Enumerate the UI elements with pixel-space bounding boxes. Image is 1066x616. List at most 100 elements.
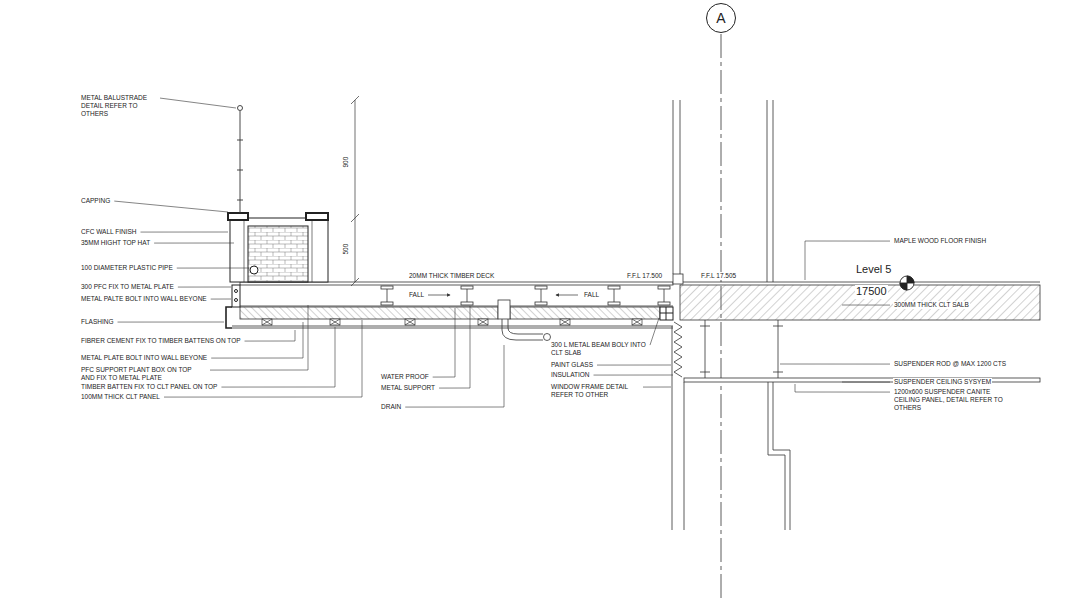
callout-note: 300 L METAL BEAM BOLY INTO CLT SLAB [550, 341, 647, 357]
callout-note: MAPLE WOOD FLOOR FINISH [893, 237, 987, 245]
building-wall [785, 455, 786, 530]
annotation-text: FALL [408, 291, 425, 299]
metal-beam [660, 307, 673, 320]
callout-note: 100 DIAMETER PLASTIC PIPE [80, 264, 174, 272]
metal-support [608, 286, 620, 289]
metal-support [608, 302, 620, 305]
annotation-text: 20MM THICK TIMBER DECK [408, 272, 495, 280]
dimension-text: 900 [342, 156, 350, 169]
callout-note: 1200x600 SUSPENDER CANITE CEILING PANEL,… [893, 388, 1007, 412]
callout-note: CFC WALL FINISH [80, 228, 138, 236]
drain [498, 300, 551, 341]
metal-support [381, 302, 393, 305]
leader-line [177, 268, 249, 269]
suspended-ceiling [778, 320, 779, 378]
timber-batten [478, 319, 488, 325]
timber-deck [240, 282, 673, 306]
fall-arrow [556, 295, 578, 296]
callout-note: WATER PROOF [380, 373, 430, 381]
building-wall [768, 455, 785, 456]
pfc-channel [226, 307, 232, 328]
building-wall [680, 100, 681, 274]
metal-beam [660, 307, 673, 320]
callout-note: 35MM HIGHT TOP HAT [80, 239, 151, 247]
building-wall [767, 100, 768, 282]
metal-support [541, 289, 542, 302]
metal-support [467, 289, 468, 302]
timber-batten [632, 319, 642, 325]
plant-box [250, 266, 258, 274]
suspended-ceiling [684, 320, 1040, 382]
plant-box [244, 220, 245, 282]
metal-support [387, 289, 388, 302]
callout-note: PFC SUPPORT PLANT BOX ON TOP AND FIX TO … [80, 366, 207, 382]
window-frame [673, 274, 683, 377]
drain [508, 319, 543, 334]
leader-line [842, 382, 890, 383]
metal-support [658, 286, 670, 289]
building-wall [672, 326, 673, 530]
building-wall [673, 100, 674, 274]
dimension-line [351, 96, 359, 286]
dimension-text: 500 [342, 243, 350, 256]
grid-label: A [716, 10, 725, 26]
callout-note: CAPPING [80, 197, 111, 205]
timber-batten [330, 319, 340, 325]
timber-batten [262, 319, 642, 325]
clt-slab [680, 282, 1040, 283]
clt-slab [680, 282, 1040, 320]
fall-arrow [428, 295, 578, 296]
clt-panel [232, 326, 673, 327]
plant-box [228, 213, 328, 282]
drain [502, 319, 543, 340]
leader-line [795, 384, 890, 392]
callout-note: METAL PLATE BOLT INTO WALL BEYONE [80, 354, 208, 362]
building-wall [684, 382, 685, 530]
clt-panel [240, 307, 498, 319]
leader-line [433, 308, 455, 377]
window-frame [673, 274, 683, 284]
drain [498, 300, 510, 319]
callout-note: FIBRER CEMENT FIX TO TIMBER BATTENS ON T… [80, 337, 242, 345]
plant-box [306, 213, 328, 220]
plant-box [228, 213, 248, 220]
clt-panel [232, 328, 673, 329]
annotation-text: 17500 [855, 285, 888, 299]
annotation-text: F.F.L 17.500 [626, 272, 663, 280]
balustrade [237, 106, 243, 214]
leader-line [780, 364, 890, 365]
callout-note: METAL SUPPORT [380, 384, 436, 392]
window-frame [674, 322, 682, 377]
pfc-channel [235, 299, 238, 302]
leader-line [597, 365, 671, 366]
metal-beam [660, 307, 673, 320]
leader-line [439, 306, 470, 388]
timber-batten [405, 319, 415, 325]
callout-note: PAINT GLASS [550, 361, 594, 369]
metal-support [535, 302, 547, 305]
annotation-text: Level 5 [855, 263, 892, 277]
leader-line [650, 318, 659, 345]
fall-arrow [428, 295, 450, 296]
callout-note: INSULATION [550, 371, 591, 379]
building-wall [768, 382, 769, 455]
callout-note: 100MM THICK CLT PANEL [80, 393, 161, 401]
plant-box [230, 218, 328, 282]
callout-note: 300MM THICK CLT SALB [893, 301, 970, 309]
plant-box [248, 226, 308, 282]
balustrade [240, 111, 241, 213]
metal-support [664, 289, 665, 302]
callout-note: WINDOW FRAME DETAIL REFER TO OTHER [550, 383, 640, 399]
metal-support [535, 286, 547, 289]
leader-line [178, 287, 231, 288]
building-wall [790, 450, 791, 530]
metal-support [461, 302, 473, 305]
callout-note: SUSPENDER CEILING SYSYEM [893, 378, 992, 386]
leader-line [643, 387, 671, 388]
leader-line [221, 327, 335, 387]
leader-line [211, 299, 231, 300]
timber-batten [405, 319, 415, 325]
leader-line [114, 201, 228, 212]
level-symbol [900, 276, 914, 290]
